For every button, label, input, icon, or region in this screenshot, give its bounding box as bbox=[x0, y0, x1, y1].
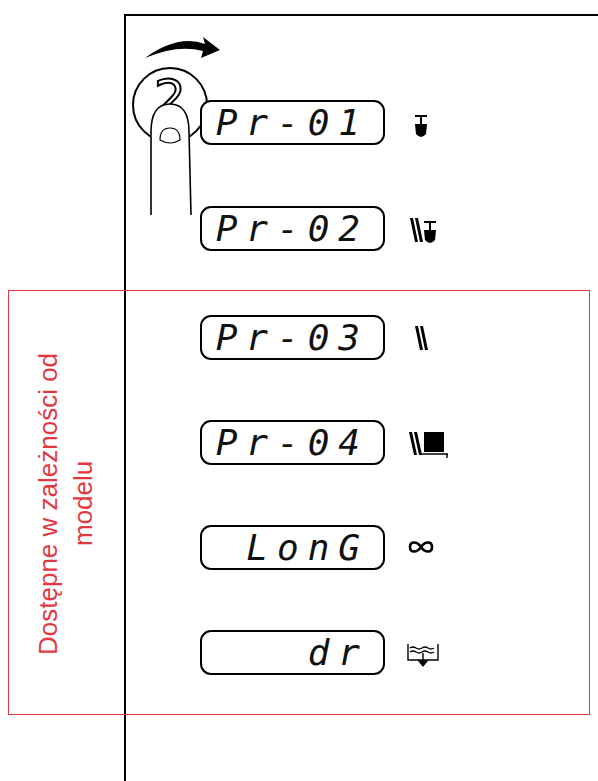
display-text: Pr-03 bbox=[216, 320, 369, 356]
frame-line bbox=[124, 14, 598, 16]
frame-line bbox=[124, 15, 126, 781]
display-box: Pr-04 bbox=[200, 420, 385, 465]
glass-icon bbox=[415, 116, 427, 137]
bars-block-icon bbox=[409, 432, 448, 458]
display-box: Pr-03 bbox=[200, 315, 385, 360]
bars-icon bbox=[415, 326, 428, 350]
display-box: LonG bbox=[200, 525, 385, 570]
drain-icon bbox=[408, 644, 438, 666]
display-text: Pr-04 bbox=[216, 425, 369, 461]
display-text: Pr-01 bbox=[216, 105, 369, 141]
display-box: Pr-02 bbox=[200, 206, 385, 251]
optional-group-band: Dostępne w zależności od modelu Pr-03Pr-0… bbox=[8, 290, 590, 715]
finger-symbol bbox=[151, 104, 191, 215]
rotate-arrow bbox=[145, 37, 220, 58]
display-text: LonG bbox=[246, 530, 369, 566]
display-text: dr bbox=[308, 635, 369, 671]
group-note: Dostępne w zależności od modelu bbox=[31, 346, 101, 661]
display-text: Pr-02 bbox=[216, 211, 369, 247]
bars-glass-icon bbox=[410, 218, 436, 243]
infinity-icon bbox=[410, 543, 432, 552]
display-box: Pr-01 bbox=[200, 100, 385, 145]
fingernail-symbol bbox=[160, 128, 180, 143]
display-box: dr bbox=[200, 630, 385, 675]
